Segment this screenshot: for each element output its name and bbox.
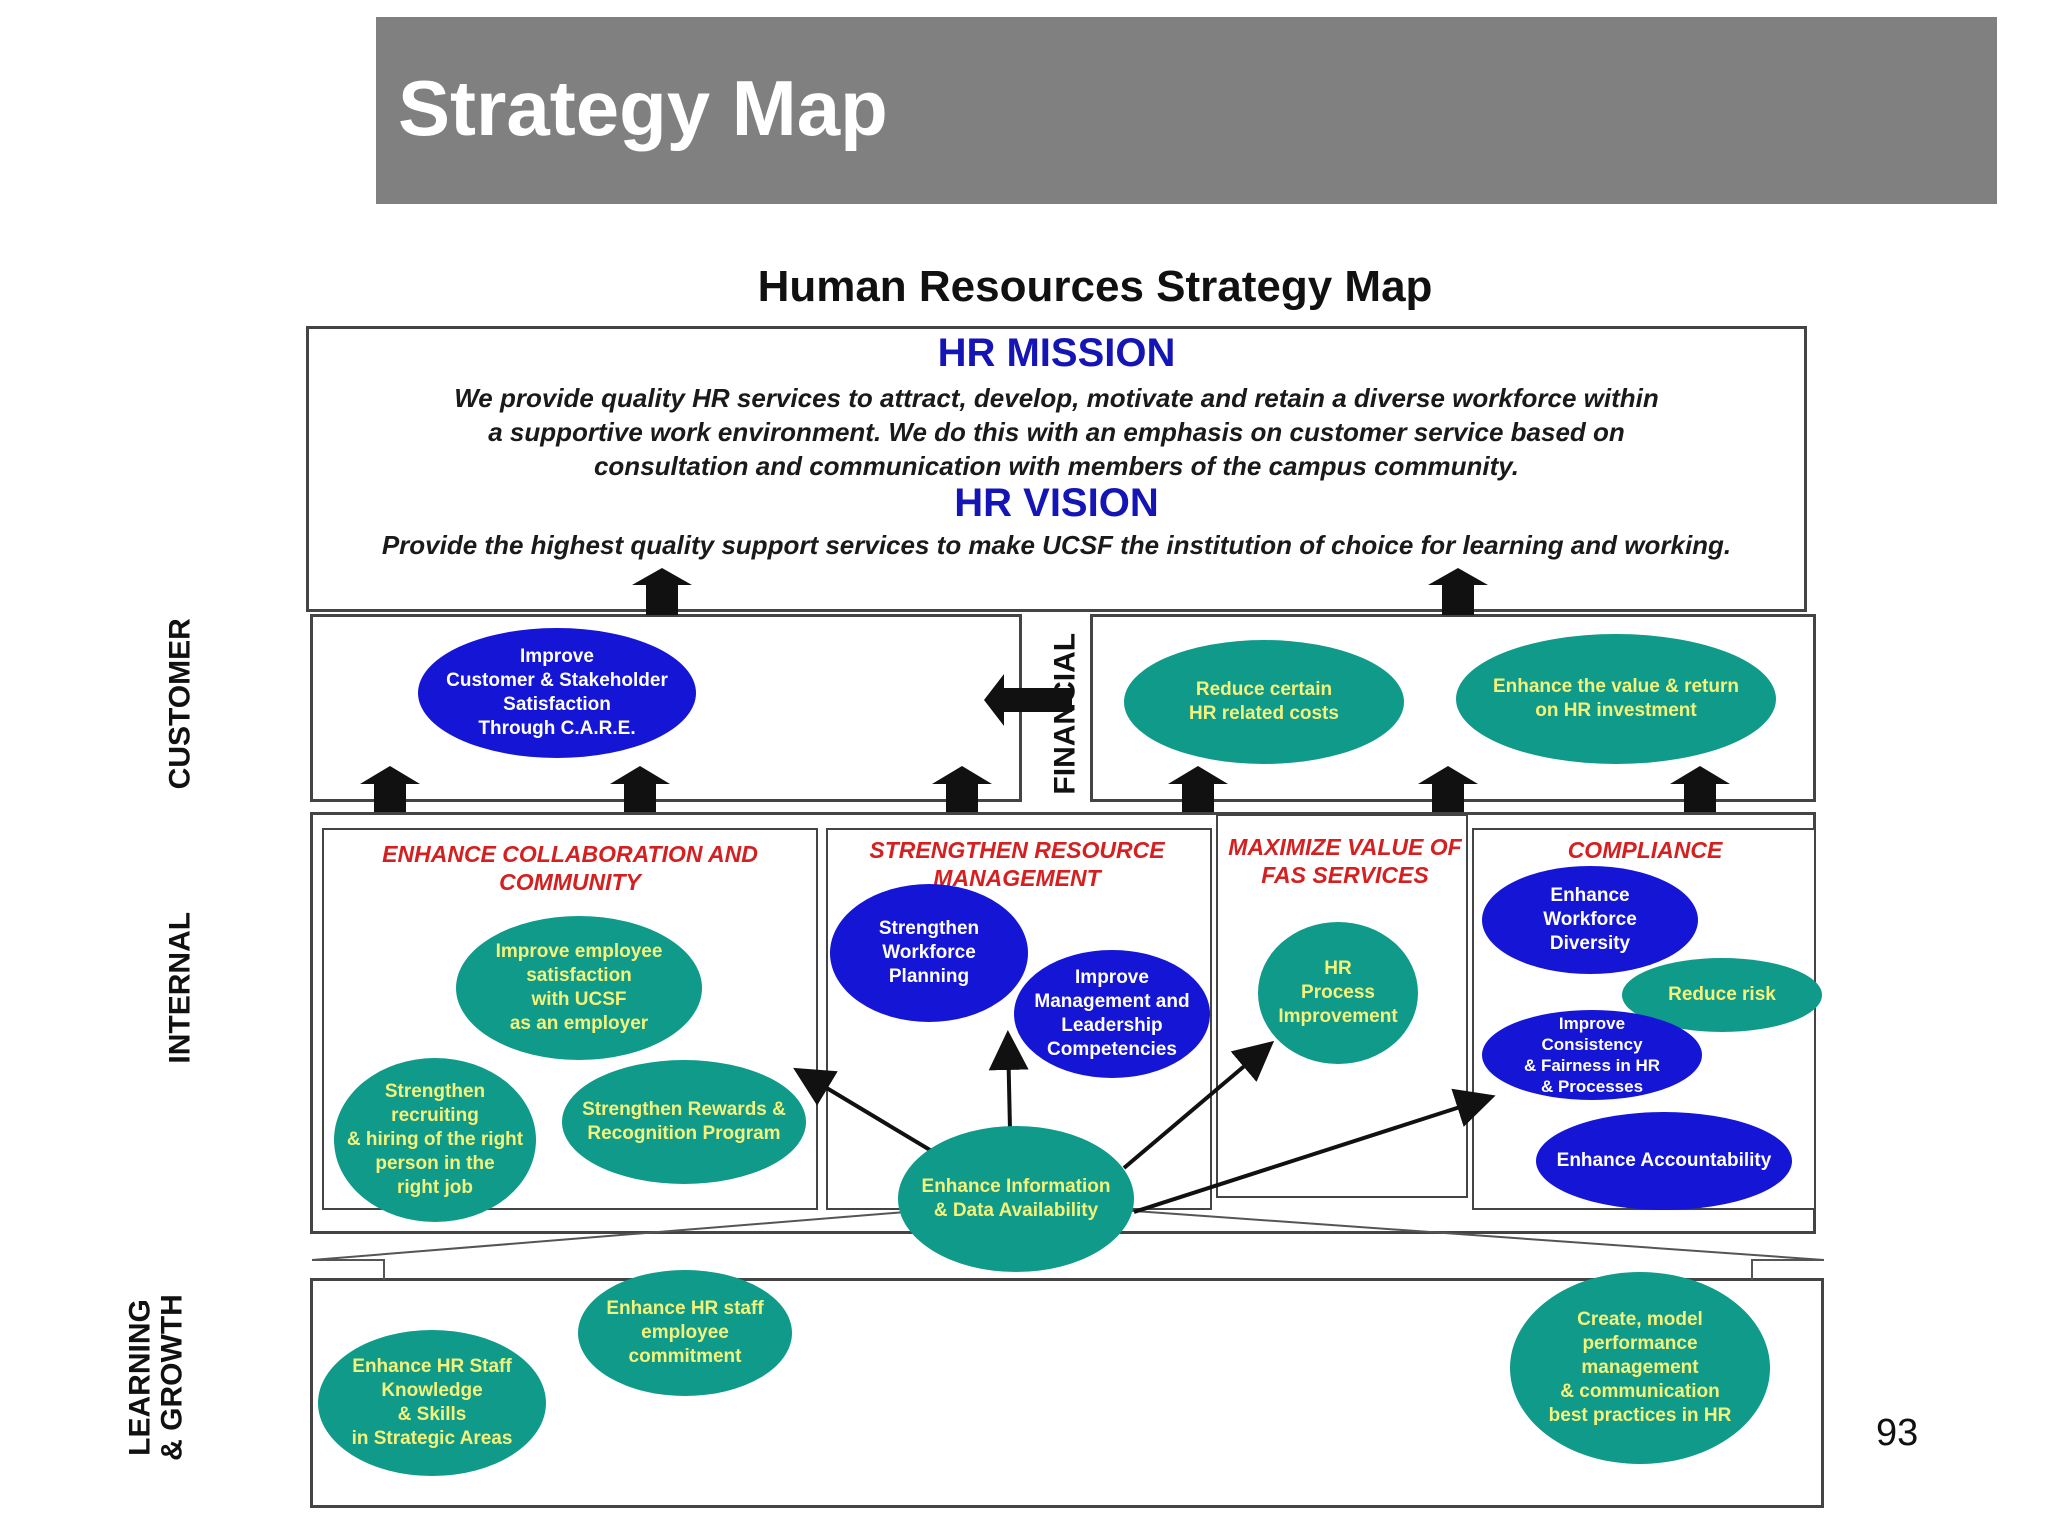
objective-staff-knowledge[interactable]: Enhance HR Staff Knowledge & Skills in S… (318, 1330, 546, 1476)
objective-management-leadership-label: Improve Management and Leadership Compet… (1034, 967, 1190, 1060)
objective-workforce-planning[interactable]: Strengthen Workforce Planning (830, 884, 1028, 1022)
objective-rewards[interactable]: Strengthen Rewards & Recognition Program (562, 1060, 806, 1184)
mission-vision-box: HR MISSION We provide quality HR service… (306, 326, 1807, 612)
section-resource-title: STRENGTHEN RESOURCE MANAGEMENT (869, 837, 1165, 891)
slide-title: Strategy Map (398, 64, 888, 152)
section-fas-title: MAXIMIZE VALUE OF FAS SERVICES (1228, 834, 1462, 888)
objective-management-leadership[interactable]: Improve Management and Leadership Compet… (1014, 950, 1210, 1078)
mission-text: We provide quality HR services to attrac… (454, 383, 1659, 481)
page-number: 93 (1876, 1412, 1919, 1454)
objective-employee-satisfaction[interactable]: Improve employee satisfaction with UCSF … (456, 916, 702, 1060)
objective-rewards-label: Strengthen Rewards & Recognition Program (582, 1099, 786, 1144)
objective-employee-satisfaction-label: Improve employee satisfaction with UCSF … (495, 941, 663, 1034)
objective-workforce-planning-label: Strengthen Workforce Planning (878, 918, 980, 987)
link-info-to-management (988, 1030, 1029, 1131)
arrow-financial-to-vision (1428, 568, 1488, 615)
objective-enhance-value[interactable]: Enhance the value & return on HR investm… (1456, 634, 1776, 764)
arrow-internal-to-financial-2 (1418, 766, 1478, 812)
objective-performance-management-label: Create, model performance management & c… (1548, 1309, 1732, 1426)
objective-customer-satisfaction-label: Improve Customer & Stakeholder Satisfact… (446, 646, 668, 739)
objective-information-availability[interactable]: Enhance Information & Data Availability (898, 1126, 1134, 1272)
arrow-internal-to-financial-1 (1168, 766, 1228, 812)
section-compliance-title: COMPLIANCE (1567, 837, 1723, 863)
objective-reduce-risk[interactable]: Reduce risk (1622, 958, 1822, 1032)
objective-workforce-diversity-label: Enhance Workforce Diversity (1543, 885, 1637, 954)
arrow-financial-to-customer (984, 674, 1072, 726)
vision-heading: HR VISION (954, 481, 1159, 525)
arrow-internal-to-customer-1 (360, 766, 420, 812)
arrow-internal-to-financial-3 (1670, 766, 1730, 812)
objective-process-improvement-label: HR Process Improvement (1278, 958, 1398, 1027)
objective-reduce-risk-label: Reduce risk (1668, 984, 1776, 1005)
slide-header: Strategy Map (376, 17, 1997, 204)
objective-information-availability-label: Enhance Information & Data Availability (921, 1176, 1111, 1221)
objective-process-improvement[interactable]: HR Process Improvement (1258, 922, 1418, 1064)
objective-staff-commitment-label: Enhance HR staff employee commitment (606, 1298, 764, 1367)
vision-text: Provide the highest quality support serv… (381, 530, 1732, 560)
arrow-internal-to-customer-3 (932, 766, 992, 812)
objective-consistency-label: Improve Consistency & Fairness in HR & P… (1523, 1014, 1661, 1096)
arrow-internal-to-customer-2 (610, 766, 670, 812)
section-collaboration-title: ENHANCE COLLABORATION AND COMMUNITY (382, 841, 758, 895)
objective-enhance-value-label: Enhance the value & return on HR investm… (1492, 676, 1739, 721)
mission-heading: HR MISSION (937, 331, 1176, 375)
objective-reduce-costs-label: Reduce certain HR related costs (1189, 679, 1339, 724)
objective-accountability-label: Enhance Accountability (1556, 1150, 1772, 1171)
arrow-customer-to-vision-1 (632, 568, 692, 615)
objective-recruiting-label: Strengthen recruiting & hiring of the ri… (346, 1081, 524, 1198)
link-info-to-collaboration (793, 1067, 942, 1158)
objective-workforce-diversity[interactable]: Enhance Workforce Diversity (1482, 866, 1698, 974)
objective-reduce-costs[interactable]: Reduce certain HR related costs (1124, 640, 1404, 764)
objective-customer-satisfaction[interactable]: Improve Customer & Stakeholder Satisfact… (418, 628, 696, 758)
objective-performance-management[interactable]: Create, model performance management & c… (1510, 1272, 1770, 1464)
link-info-to-process (1122, 1040, 1275, 1170)
objective-recruiting[interactable]: Strengthen recruiting & hiring of the ri… (334, 1058, 536, 1222)
objective-staff-commitment[interactable]: Enhance HR staff employee commitment (578, 1270, 792, 1396)
objective-accountability[interactable]: Enhance Accountability (1536, 1112, 1792, 1210)
link-info-to-compliance (1133, 1088, 1496, 1214)
objective-staff-knowledge-label: Enhance HR Staff Knowledge & Skills in S… (351, 1356, 513, 1449)
strategy-map-title: Human Resources Strategy Map (757, 262, 1433, 311)
perspective-divider-lines (311, 1209, 1825, 1280)
objective-consistency[interactable]: Improve Consistency & Fairness in HR & P… (1482, 1010, 1702, 1100)
